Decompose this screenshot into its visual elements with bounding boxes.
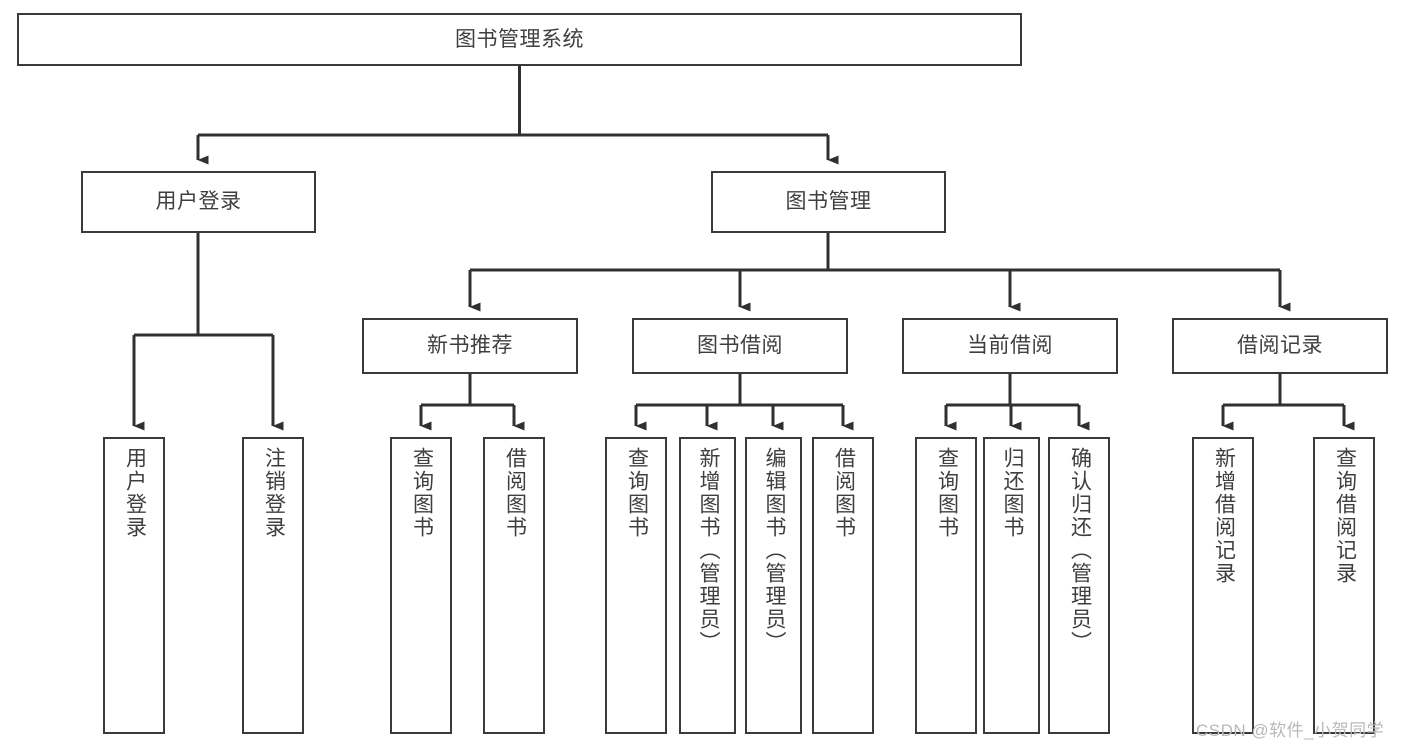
node-label: 查询图书	[935, 447, 959, 539]
node-label: 查询图书	[410, 447, 434, 539]
node-new-book-recommend[interactable]: 新书推荐	[362, 318, 578, 374]
node-label: 查询借阅记录	[1333, 447, 1357, 585]
node-leaf-user-login[interactable]: 用户登录	[103, 437, 165, 734]
node-leaf-borrow-book-recommend[interactable]: 借阅图书	[483, 437, 545, 734]
node-label: 借阅图书	[503, 447, 527, 539]
node-leaf-confirm-return-admin[interactable]: 确认归还（管理员）	[1048, 437, 1110, 734]
node-book-borrow[interactable]: 图书借阅	[632, 318, 848, 374]
node-leaf-query-book-recommend[interactable]: 查询图书	[390, 437, 452, 734]
node-label: 借阅图书	[832, 447, 856, 539]
node-leaf-query-book-borrow[interactable]: 查询图书	[605, 437, 667, 734]
node-label: 新增图书（管理员）	[696, 447, 720, 654]
watermark-credit: CSDN @软件_小贺同学	[1196, 721, 1385, 740]
node-label: 用户登录	[123, 447, 147, 539]
node-leaf-query-borrow-record[interactable]: 查询借阅记录	[1313, 437, 1375, 734]
node-leaf-query-book-current[interactable]: 查询图书	[915, 437, 977, 734]
node-current-borrow[interactable]: 当前借阅	[902, 318, 1118, 374]
node-label: 归还图书	[1000, 447, 1024, 539]
node-label: 查询图书	[625, 447, 649, 539]
node-label: 新增借阅记录	[1212, 447, 1236, 585]
node-leaf-borrow-book[interactable]: 借阅图书	[812, 437, 874, 734]
node-label: 编辑图书（管理员）	[762, 447, 786, 654]
node-leaf-return-book[interactable]: 归还图书	[983, 437, 1040, 734]
node-borrow-record[interactable]: 借阅记录	[1172, 318, 1388, 374]
node-book-management[interactable]: 图书管理	[711, 171, 946, 233]
node-user-login[interactable]: 用户登录	[81, 171, 316, 233]
node-root-system[interactable]: 图书管理系统	[17, 13, 1022, 66]
node-label: 确认归还（管理员）	[1068, 447, 1092, 654]
node-leaf-user-logout[interactable]: 注销登录	[242, 437, 304, 734]
node-leaf-add-borrow-record[interactable]: 新增借阅记录	[1192, 437, 1254, 734]
node-leaf-edit-book-admin[interactable]: 编辑图书（管理员）	[745, 437, 802, 734]
node-label: 注销登录	[262, 447, 286, 539]
node-leaf-add-book-admin[interactable]: 新增图书（管理员）	[679, 437, 736, 734]
